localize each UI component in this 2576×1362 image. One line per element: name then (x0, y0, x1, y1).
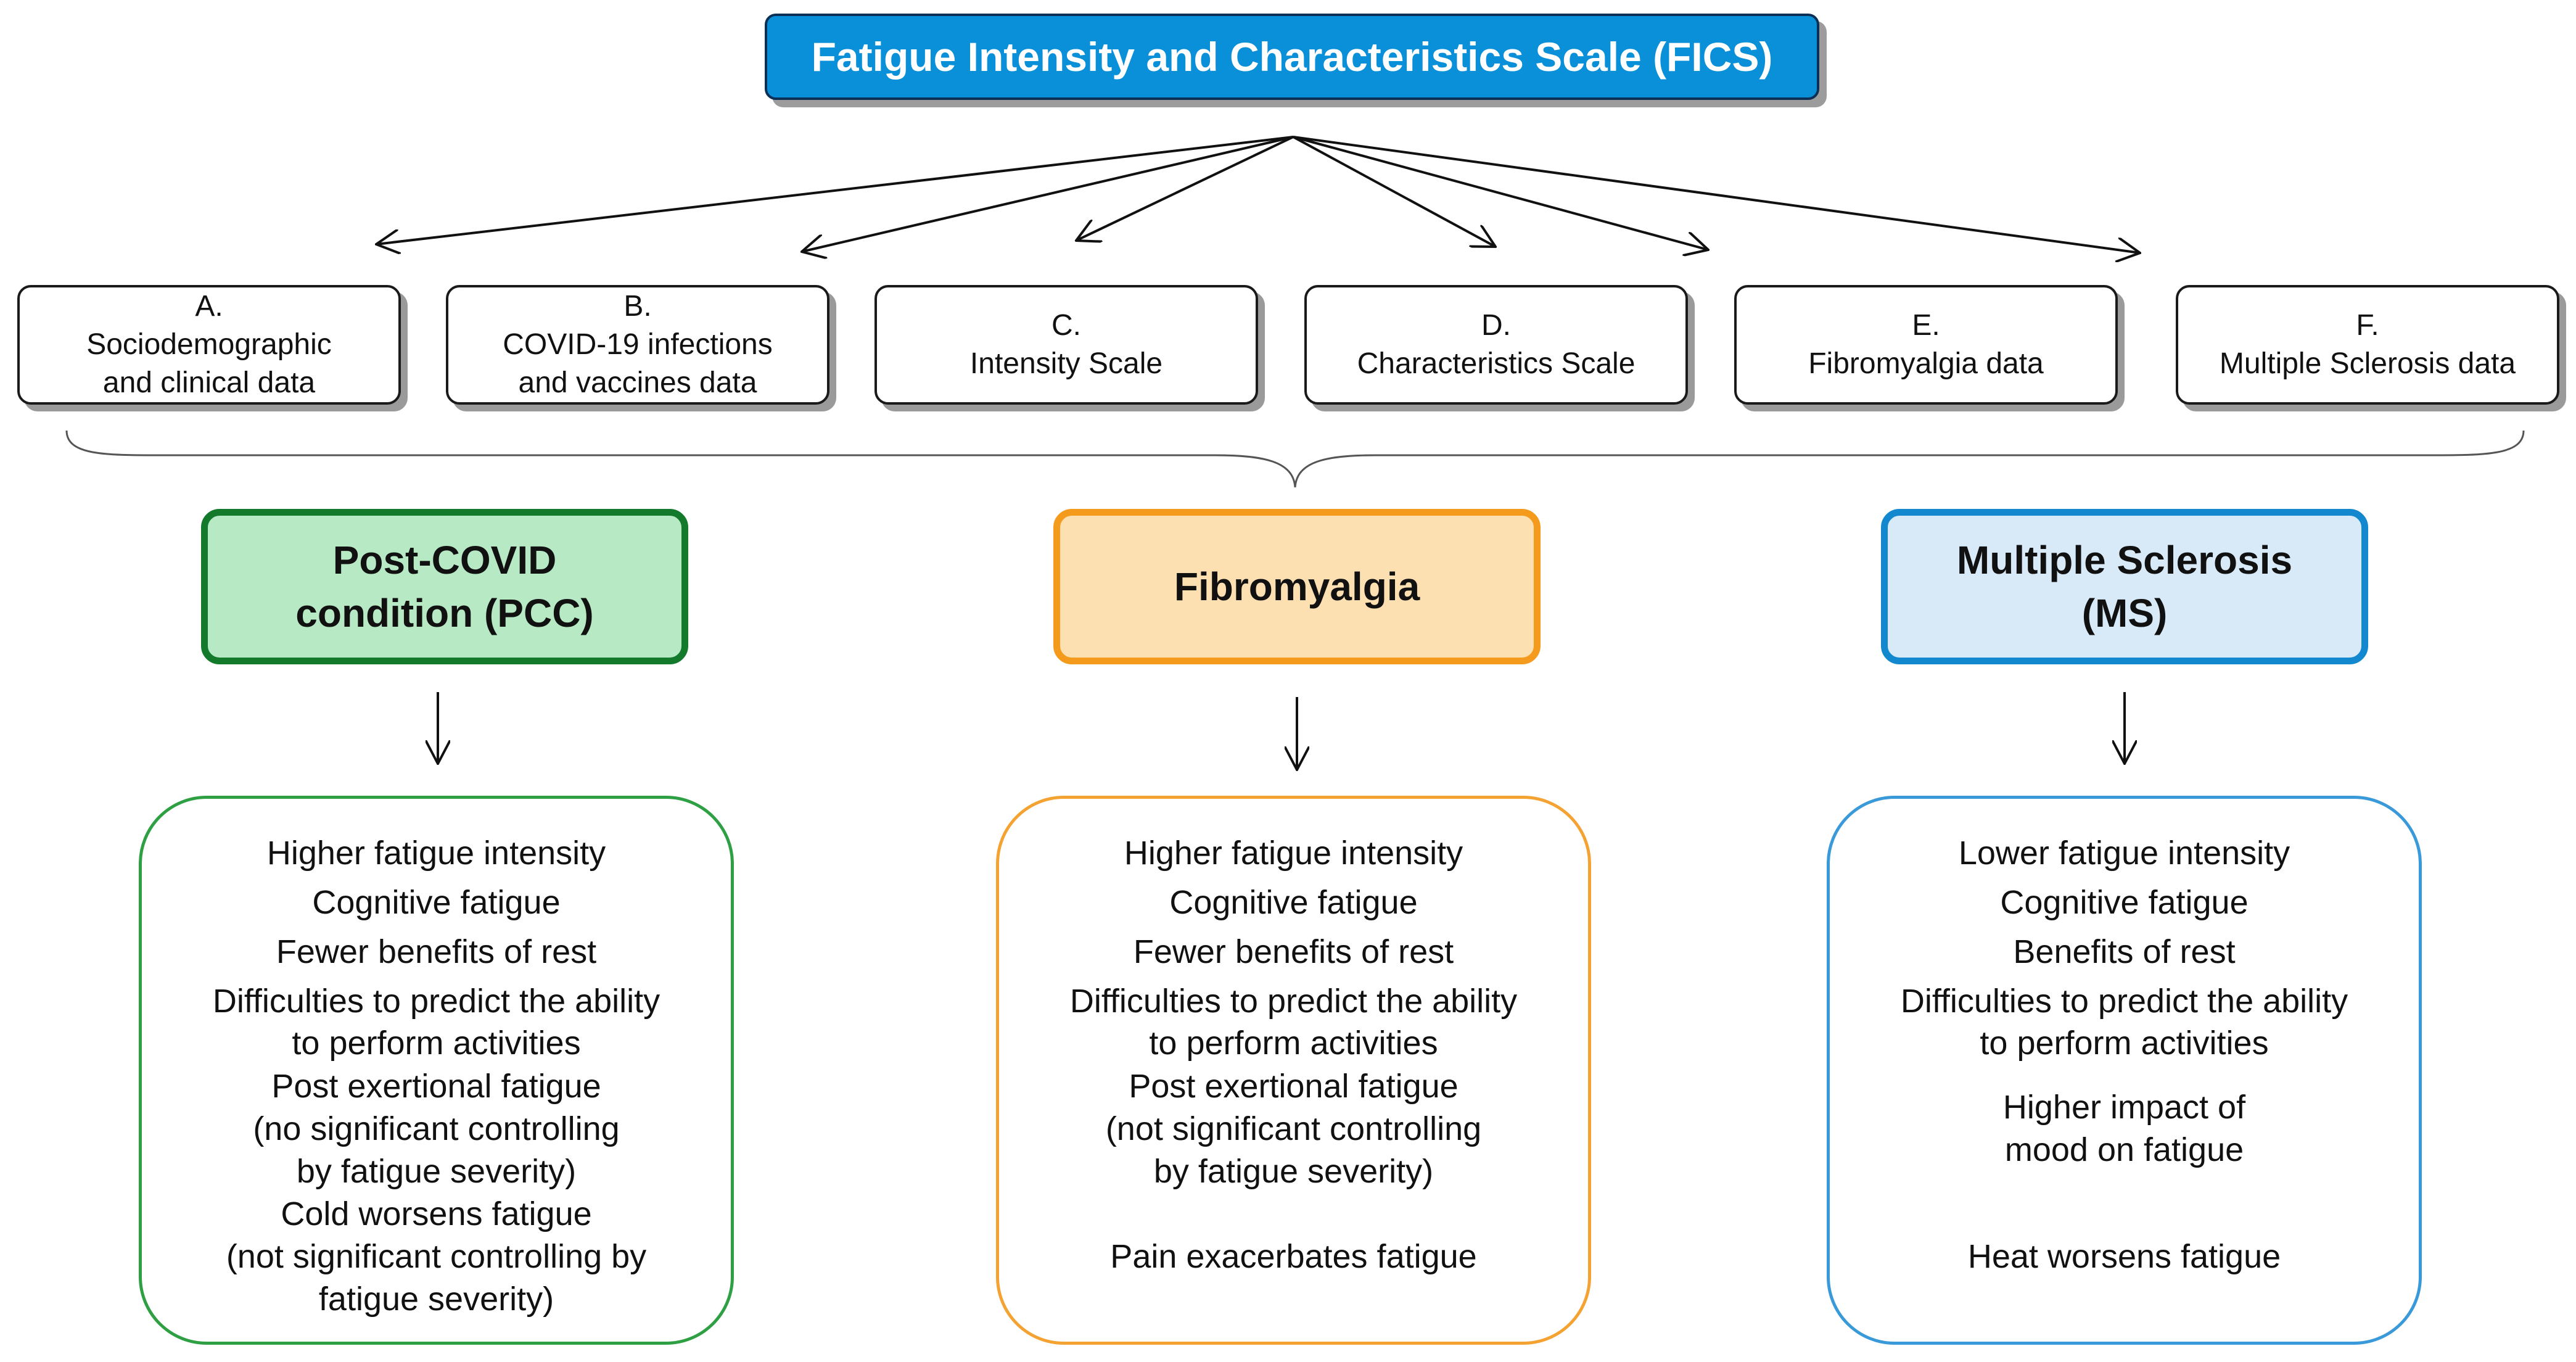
section-b-line2: and vaccines data (518, 366, 757, 399)
ms-feature-line: mood on fatigue (2004, 1131, 2244, 1168)
pcc-feature-line: Cognitive fatigue (312, 884, 561, 921)
fibromyalgia-feature-line: Fewer benefits of rest (1133, 933, 1454, 970)
fibromyalgia-feature-line: Pain exacerbates fatigue (1110, 1238, 1477, 1275)
fibromyalgia-features-box: Higher fatigue intensity Cognitive fatig… (996, 796, 1591, 1345)
grouping-brace (65, 430, 2525, 488)
section-a-box: A. Sociodemographic and clinical data (17, 285, 401, 405)
condition-down-arrows (438, 692, 2125, 770)
fibromyalgia-feature-line: Higher fatigue intensity (1124, 835, 1463, 872)
section-b-box: B. COVID-19 infections and vaccines data (446, 285, 829, 405)
ms-feature-line: Heat worsens fatigue (1967, 1238, 2281, 1275)
arrow-to-section-c (1076, 136, 1294, 241)
ms-features-box: Lower fatigue intensity Cognitive fatigu… (1827, 796, 2422, 1345)
arrow-to-section-f (1293, 136, 2140, 253)
pcc-feature-line: (no significant controlling (253, 1110, 620, 1147)
section-c-box: C. Intensity Scale (874, 285, 1258, 405)
fibromyalgia-feature-line: Post exertional fatigue (1129, 1068, 1459, 1105)
fibromyalgia-feature-line: by fatigue severity) (1153, 1153, 1434, 1190)
pcc-feature-line: Post exertional fatigue (271, 1068, 601, 1105)
ms-feature-line: Difficulties to predict the ability (1900, 983, 2348, 1020)
ms-feature-line: to perform activities (1980, 1025, 2269, 1062)
pcc-condition-box: Post-COVID condition (PCC) (201, 509, 688, 664)
pcc-feature-line: Fewer benefits of rest (276, 933, 597, 970)
ms-feature-line: Cognitive fatigue (2000, 884, 2249, 921)
ms-feature-line: Lower fatigue intensity (1958, 835, 2290, 872)
arrow-to-section-d (1293, 136, 1496, 247)
fibromyalgia-feature-line: Difficulties to predict the ability (1069, 983, 1518, 1020)
pcc-feature-line: (not significant controlling by (226, 1238, 647, 1275)
section-c-letter: C. (1051, 309, 1081, 342)
arrow-to-section-e (1293, 136, 1708, 250)
pcc-feature-line: Difficulties to predict the ability (212, 983, 660, 1020)
section-a-line1: Sociodemographic (86, 328, 332, 361)
ms-condition-box: Multiple Sclerosis (MS) (1881, 509, 2368, 664)
title-fanout-arrows (376, 136, 2140, 253)
section-b-line1: COVID-19 infections (503, 328, 773, 361)
section-e-letter: E. (1912, 309, 1940, 342)
pcc-feature-line: Higher fatigue intensity (266, 835, 606, 872)
ms-condition-name: Multiple Sclerosis (MS) (1956, 538, 2293, 635)
arrow-to-section-a (376, 136, 1294, 244)
ms-feature-line: Benefits of rest (2013, 933, 2236, 970)
fics-title: Fatigue Intensity and Characteristics Sc… (811, 34, 1773, 80)
fics-title-box: Fatigue Intensity and Characteristics Sc… (765, 14, 1819, 100)
section-e-line1: Fibromyalgia data (1808, 347, 2044, 380)
section-b-letter: B. (623, 290, 652, 323)
pcc-feature-line: Cold worsens fatigue (281, 1195, 592, 1232)
section-c-line1: Intensity Scale (969, 347, 1163, 380)
section-d-letter: D. (1481, 309, 1511, 342)
fibromyalgia-feature-line: Cognitive fatigue (1169, 884, 1418, 921)
section-e-box: E. Fibromyalgia data (1734, 285, 2118, 405)
section-a-line2: and clinical data (102, 366, 316, 399)
arrow-to-section-b (802, 136, 1294, 252)
section-f-box: F. Multiple Sclerosis data (2176, 285, 2559, 405)
pcc-features-box: Higher fatigue intensity Cognitive fatig… (139, 796, 734, 1345)
section-f-letter: F. (2356, 309, 2379, 342)
fibromyalgia-condition-name: Fibromyalgia (1174, 564, 1420, 609)
pcc-feature-line: fatigue severity) (318, 1281, 554, 1318)
fibromyalgia-feature-line: to perform activities (1149, 1025, 1438, 1062)
pcc-condition-name: Post-COVID condition (PCC) (295, 538, 594, 635)
section-a-letter: A. (195, 290, 223, 323)
fibromyalgia-condition-box: Fibromyalgia (1053, 509, 1541, 664)
pcc-feature-line: by fatigue severity) (296, 1153, 577, 1190)
section-f-line1: Multiple Sclerosis data (2219, 347, 2516, 380)
fibromyalgia-feature-line: (not significant controlling (1105, 1110, 1482, 1147)
section-d-box: D. Characteristics Scale (1304, 285, 1688, 405)
section-d-line1: Characteristics Scale (1357, 347, 1636, 380)
ms-feature-line: Higher impact of (2002, 1089, 2246, 1126)
pcc-feature-line: to perform activities (292, 1025, 581, 1062)
